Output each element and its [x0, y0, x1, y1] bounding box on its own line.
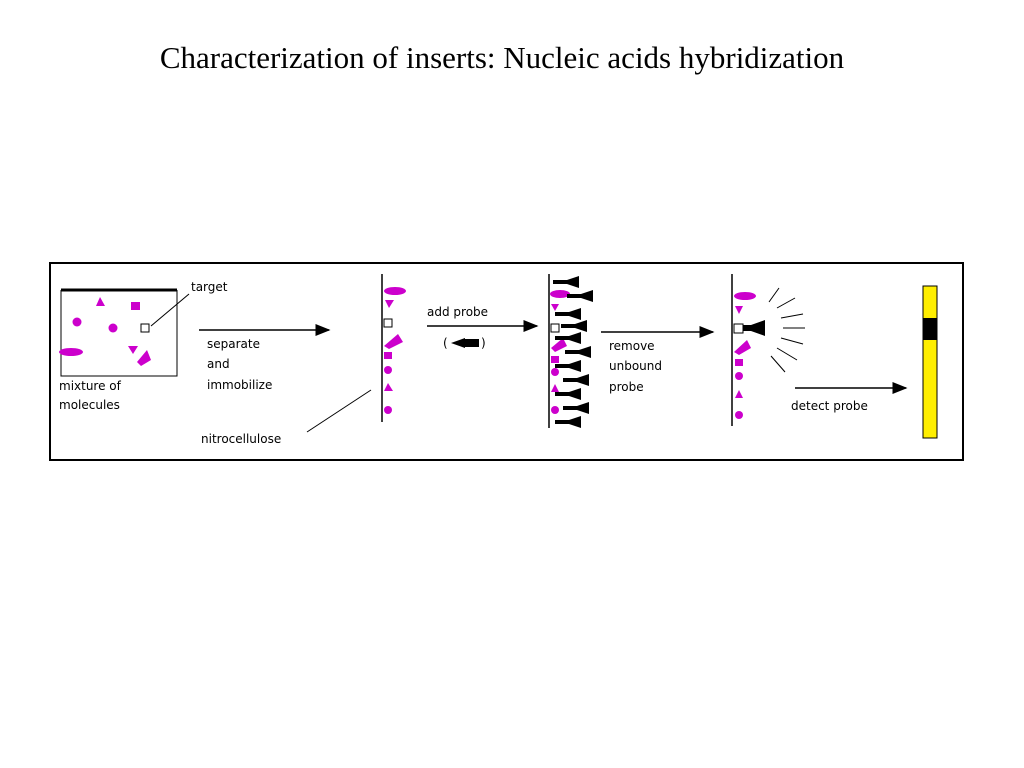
molecule-icon: [735, 359, 743, 366]
add-probe-label: add probe: [427, 305, 488, 319]
molecule-icon: [72, 317, 82, 327]
molecule-icon: [551, 338, 567, 352]
molecule-icon: [128, 346, 138, 354]
molecule-icon: [734, 340, 751, 355]
molecule-icon: [384, 406, 392, 414]
molecule-icon: [96, 297, 105, 306]
target-label: target: [191, 280, 228, 294]
svg-text:): ): [481, 336, 486, 350]
and-label: and: [207, 357, 230, 371]
molecule-icon: [384, 352, 392, 359]
molecule-icon: [735, 411, 743, 419]
molecule-icon: [551, 384, 559, 392]
mixture-box: [59, 288, 190, 377]
molecule-icon: [385, 300, 394, 308]
molecule-icon: [734, 292, 756, 300]
molecule-icon: [384, 334, 403, 349]
svg-text:(: (: [443, 336, 448, 350]
molecule-icon: [137, 350, 151, 366]
molecule-icon: [131, 302, 140, 310]
detection-strip: [922, 285, 938, 439]
probe-label: probe: [609, 380, 644, 394]
detect-probe-label: detect probe: [791, 399, 868, 413]
membrane-immobilized: [381, 274, 406, 422]
molecule-icon: [384, 366, 392, 374]
molecule-icon: [551, 304, 559, 311]
membrane-after-wash: [731, 274, 805, 426]
molecule-icon: [735, 372, 743, 380]
molecule-icon: [384, 287, 406, 295]
molecule-icon: [735, 306, 743, 314]
target-molecule: [550, 323, 560, 333]
mixture-molecules: [59, 297, 151, 366]
probe-cluster: [553, 276, 593, 428]
probe-icon: ( ): [443, 336, 486, 350]
molecule-icon: [108, 323, 118, 333]
target-molecule: [140, 323, 150, 333]
target-molecule: [733, 323, 744, 334]
nitrocellulose-label: nitrocellulose: [201, 432, 281, 446]
signal-rays-icon: [768, 287, 805, 373]
unbound-label: unbound: [609, 359, 662, 373]
molecule-icon: [551, 406, 559, 414]
hybridization-diagram: target mixture of molecules separate and…: [49, 262, 964, 461]
remove-label: remove: [609, 339, 655, 353]
molecule-icon: [384, 383, 393, 391]
detected-band: [923, 318, 937, 340]
mixture-label-line1: mixture of: [59, 379, 122, 393]
page-title: Characterization of inserts: Nucleic aci…: [159, 40, 845, 75]
molecule-icon: [550, 290, 570, 298]
molecule-icon: [551, 356, 559, 363]
probe-icon: [743, 320, 765, 336]
membrane-with-probes: [548, 274, 593, 428]
molecule-icon: [735, 390, 743, 398]
immobilize-label: immobilize: [207, 378, 272, 392]
target-molecule: [383, 318, 393, 328]
mixture-label-line2: molecules: [59, 398, 120, 412]
molecule-icon: [59, 348, 83, 356]
separate-label: separate: [207, 337, 260, 351]
molecule-icon: [551, 368, 559, 376]
